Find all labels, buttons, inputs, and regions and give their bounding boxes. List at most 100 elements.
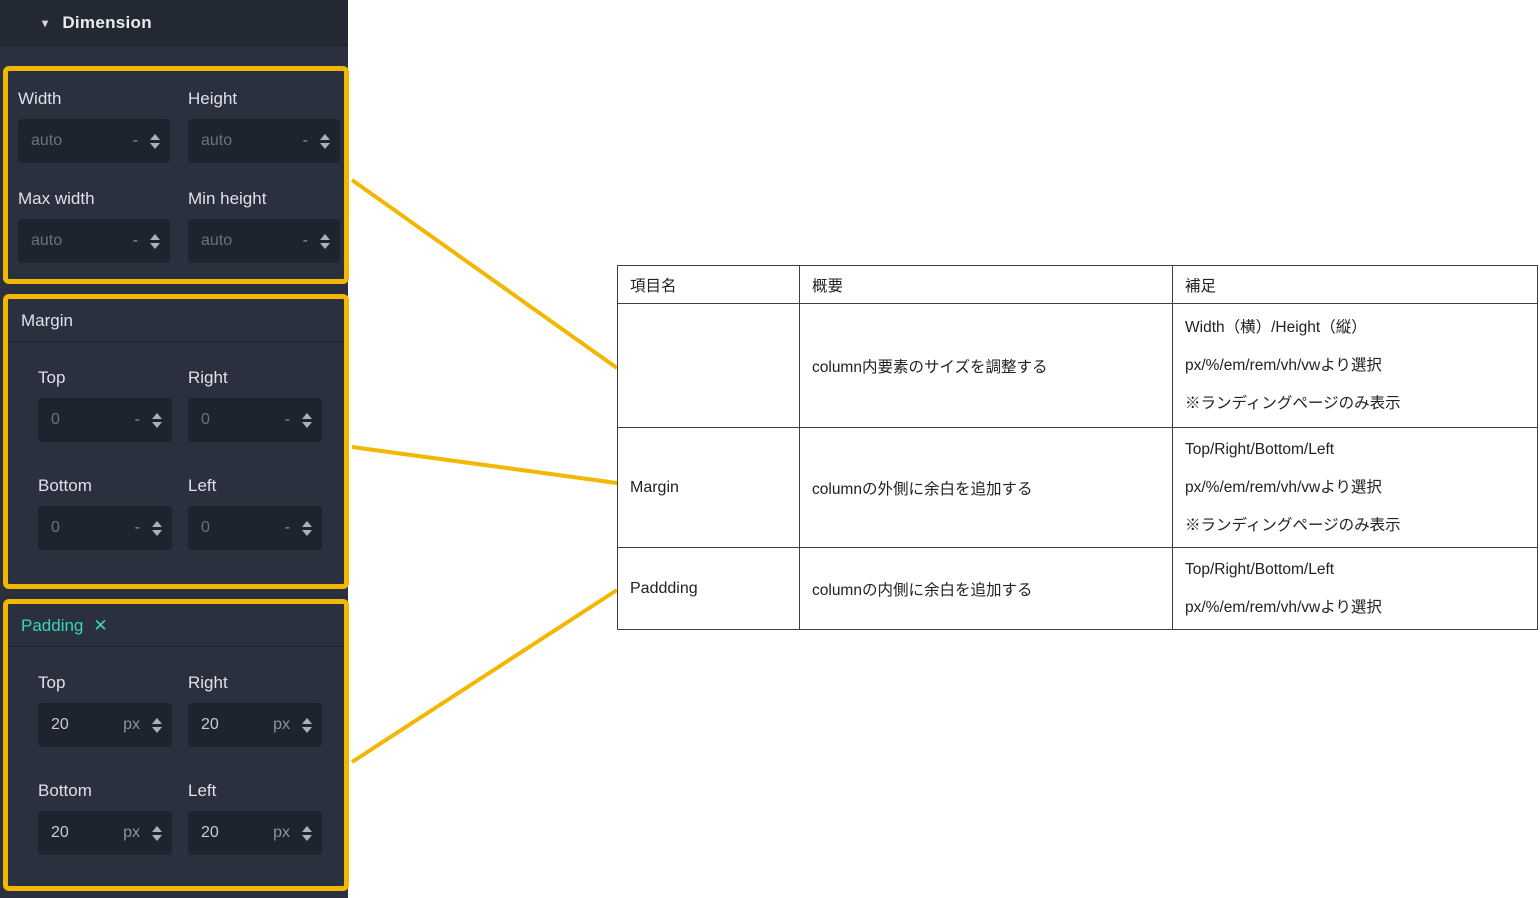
margin-section: Margin Top 0 - Right 0 - xyxy=(3,294,349,589)
padding-bottom-value[interactable]: 20 xyxy=(51,824,69,841)
padding-top-unit-select[interactable]: px xyxy=(123,716,140,733)
height-field: Height auto - xyxy=(188,89,340,163)
margin-left-stepper[interactable] xyxy=(302,520,312,536)
stepper-down-icon[interactable] xyxy=(302,834,312,841)
connector-line-margin xyxy=(351,445,618,485)
padding-left-input[interactable]: 20 px xyxy=(188,811,322,855)
margin-top-unit-select[interactable]: - xyxy=(134,411,140,428)
padding-bottom-stepper[interactable] xyxy=(152,825,162,841)
padding-top-label: Top xyxy=(38,673,66,692)
stepper-up-icon[interactable] xyxy=(150,233,160,240)
padding-right-unit-select[interactable]: px xyxy=(273,716,290,733)
row-name: Margin xyxy=(617,427,800,548)
width-stepper[interactable] xyxy=(150,133,160,149)
height-input[interactable]: auto - xyxy=(188,119,340,163)
stepper-down-icon[interactable] xyxy=(152,421,162,428)
stepper-up-icon[interactable] xyxy=(302,520,312,527)
stepper-up-icon[interactable] xyxy=(152,412,162,419)
stepper-up-icon[interactable] xyxy=(152,825,162,832)
margin-top-input[interactable]: 0 - xyxy=(38,398,172,442)
margin-right-unit-select[interactable]: - xyxy=(284,411,290,428)
stepper-up-icon[interactable] xyxy=(302,412,312,419)
stepper-up-icon[interactable] xyxy=(320,233,330,240)
margin-top-stepper[interactable] xyxy=(152,412,162,428)
padding-right-stepper[interactable] xyxy=(302,717,312,733)
stepper-down-icon[interactable] xyxy=(152,529,162,536)
max-width-input[interactable]: auto - xyxy=(18,219,170,263)
padding-top-value[interactable]: 20 xyxy=(51,716,69,733)
stepper-up-icon[interactable] xyxy=(302,825,312,832)
header-summary: 概要 xyxy=(799,265,1173,304)
padding-top-stepper[interactable] xyxy=(152,717,162,733)
stepper-up-icon[interactable] xyxy=(320,133,330,140)
max-width-stepper[interactable] xyxy=(150,233,160,249)
note-line: px/%/em/rem/vh/vwより選択 xyxy=(1185,478,1382,496)
stepper-down-icon[interactable] xyxy=(320,242,330,249)
collapse-chevron-icon[interactable]: ▾ xyxy=(42,15,49,30)
padding-bottom-input[interactable]: 20 px xyxy=(38,811,172,855)
margin-top-value[interactable]: 0 xyxy=(51,411,60,428)
padding-left-unit-select[interactable]: px xyxy=(273,824,290,841)
padding-right-label: Right xyxy=(188,673,228,692)
min-height-field: Min height auto - xyxy=(188,189,340,263)
margin-bottom-unit-select[interactable]: - xyxy=(134,519,140,536)
height-stepper[interactable] xyxy=(320,133,330,149)
height-unit-select[interactable]: - xyxy=(302,132,308,149)
stepper-down-icon[interactable] xyxy=(152,834,162,841)
stepper-down-icon[interactable] xyxy=(152,726,162,733)
max-width-field: Max width auto - xyxy=(18,189,170,263)
width-value[interactable]: auto xyxy=(31,132,63,149)
dimension-section: Width auto - Height auto - xyxy=(3,66,349,284)
width-unit-select[interactable]: - xyxy=(132,132,138,149)
min-height-value[interactable]: auto xyxy=(201,232,233,249)
stepper-down-icon[interactable] xyxy=(150,242,160,249)
stepper-down-icon[interactable] xyxy=(150,142,160,149)
table-row: Paddding columnの内側に余白を追加する Top/Right/Bot… xyxy=(617,547,1538,630)
stepper-up-icon[interactable] xyxy=(152,520,162,527)
panel-title: Dimension xyxy=(62,12,152,32)
padding-section: Padding ✕ Top 20 px Right 20 xyxy=(3,599,349,891)
remove-padding-icon[interactable]: ✕ xyxy=(93,616,108,635)
note-line: Width（横）/Height（縦） xyxy=(1185,318,1367,336)
min-height-stepper[interactable] xyxy=(320,233,330,249)
dimension-panel: ▾ Dimension Width auto - Height auto xyxy=(0,0,349,898)
panel-header[interactable]: ▾ Dimension xyxy=(0,0,348,46)
margin-bottom-input[interactable]: 0 - xyxy=(38,506,172,550)
table-header-row: 項目名 概要 補足 xyxy=(617,265,1538,304)
padding-bottom-unit-select[interactable]: px xyxy=(123,824,140,841)
stepper-down-icon[interactable] xyxy=(302,726,312,733)
height-value[interactable]: auto xyxy=(201,132,233,149)
margin-bottom-stepper[interactable] xyxy=(152,520,162,536)
padding-right-input[interactable]: 20 px xyxy=(188,703,322,747)
padding-left-stepper[interactable] xyxy=(302,825,312,841)
max-width-label: Max width xyxy=(18,189,95,208)
stepper-up-icon[interactable] xyxy=(152,717,162,724)
padding-top-input[interactable]: 20 px xyxy=(38,703,172,747)
row-notes: Top/Right/Bottom/Left px/%/em/rem/vh/vwよ… xyxy=(1172,547,1538,630)
min-height-input[interactable]: auto - xyxy=(188,219,340,263)
margin-right-stepper[interactable] xyxy=(302,412,312,428)
stepper-down-icon[interactable] xyxy=(302,421,312,428)
row-summary: columnの内側に余白を追加する xyxy=(799,547,1173,630)
margin-left-unit-select[interactable]: - xyxy=(284,519,290,536)
note-line: Top/Right/Bottom/Left xyxy=(1185,560,1335,578)
stepper-down-icon[interactable] xyxy=(320,142,330,149)
margin-left-input[interactable]: 0 - xyxy=(188,506,322,550)
min-height-unit-select[interactable]: - xyxy=(302,232,308,249)
padding-left-field: Left 20 px xyxy=(188,781,322,855)
max-width-unit-select[interactable]: - xyxy=(132,232,138,249)
stepper-up-icon[interactable] xyxy=(150,133,160,140)
width-input[interactable]: auto - xyxy=(18,119,170,163)
margin-right-value[interactable]: 0 xyxy=(201,411,210,428)
margin-left-label: Left xyxy=(188,476,217,495)
padding-left-value[interactable]: 20 xyxy=(201,824,219,841)
margin-bottom-value[interactable]: 0 xyxy=(51,519,60,536)
stepper-up-icon[interactable] xyxy=(302,717,312,724)
max-width-value[interactable]: auto xyxy=(31,232,63,249)
row-summary: columnの外側に余白を追加する xyxy=(799,427,1173,548)
margin-right-input[interactable]: 0 - xyxy=(188,398,322,442)
row-notes: Top/Right/Bottom/Left px/%/em/rem/vh/vwよ… xyxy=(1172,427,1538,548)
padding-right-value[interactable]: 20 xyxy=(201,716,219,733)
stepper-down-icon[interactable] xyxy=(302,529,312,536)
margin-left-value[interactable]: 0 xyxy=(201,519,210,536)
